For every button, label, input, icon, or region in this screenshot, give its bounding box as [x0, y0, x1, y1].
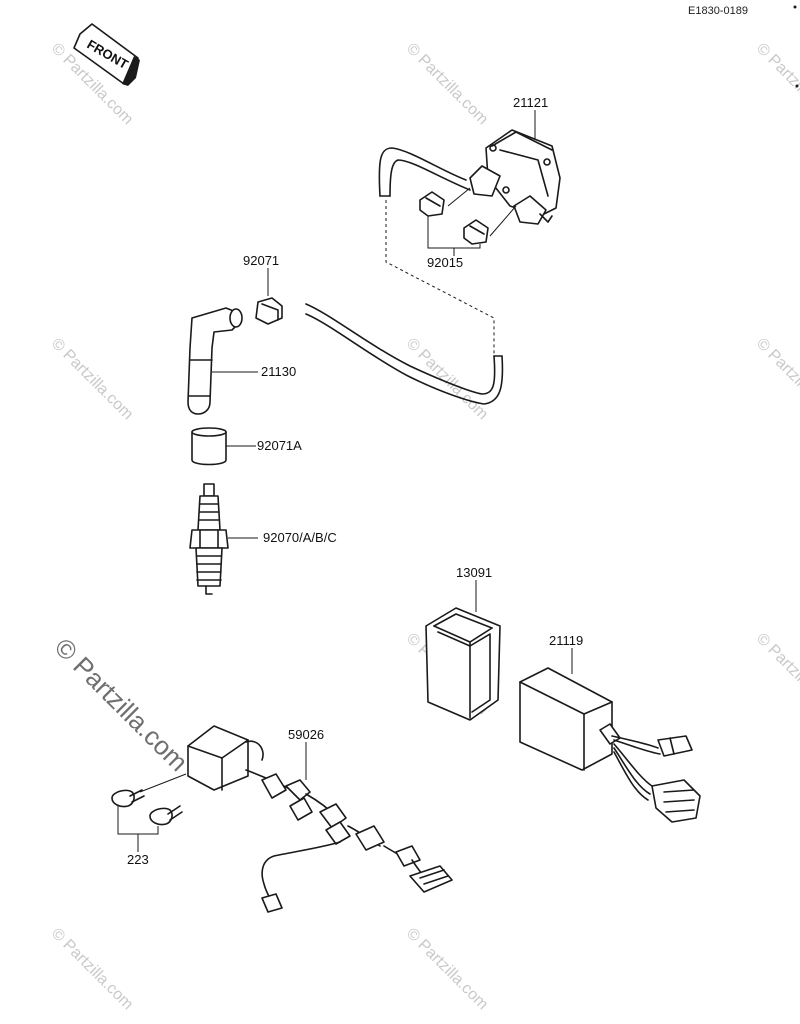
- label-cdi-unit[interactable]: 21119: [548, 633, 585, 648]
- cdi-unit-drawing: [519, 667, 701, 823]
- ignition-coil-drawing: [378, 129, 561, 225]
- plug-cap-drawing: [187, 297, 504, 415]
- label-plug-cap-seal[interactable]: 92071A: [256, 438, 303, 453]
- cdi-cover-drawing: [425, 607, 501, 721]
- label-coil-cap[interactable]: 92015: [426, 255, 465, 270]
- screw-drawing: [111, 773, 187, 835]
- spark-plug-drawing: [189, 483, 229, 595]
- document-id: E1830-0189: [688, 5, 748, 17]
- plug-cap-seal-drawing: [191, 427, 227, 466]
- pickup-coil-drawing: [187, 725, 453, 913]
- label-screw[interactable]: 223: [126, 852, 150, 867]
- label-cdi-cover[interactable]: 13091: [455, 565, 494, 580]
- label-spark-plug[interactable]: 92070/A/B/C: [262, 530, 338, 545]
- label-pickup-coil[interactable]: 59026: [287, 727, 326, 742]
- coil-cap-drawing: [419, 187, 517, 249]
- label-plug-cap[interactable]: 21130: [260, 364, 298, 379]
- label-plug-cap-rubber[interactable]: 92071: [242, 253, 281, 268]
- label-ignition-coil[interactable]: 21121: [512, 95, 550, 110]
- front-arrow-icon: FRONT: [73, 23, 140, 86]
